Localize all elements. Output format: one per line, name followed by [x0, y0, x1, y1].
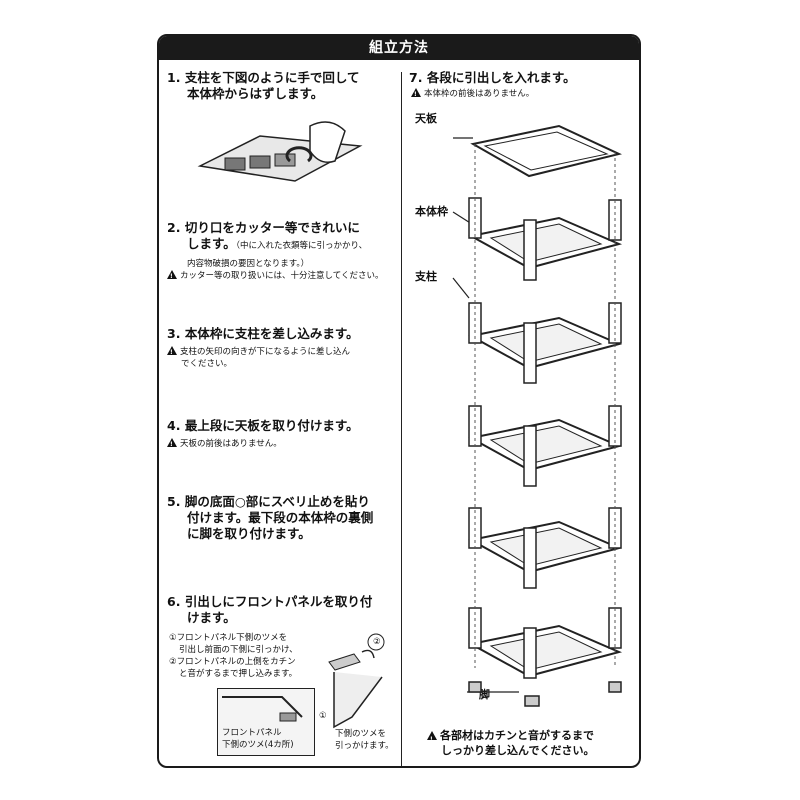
step-3-line1: 本体枠に支柱を差し込みます。	[184, 326, 359, 341]
step-5-number: 5.	[167, 494, 181, 509]
step-3-number: 3.	[167, 326, 181, 341]
step-7-bottom-warning: 各部材はカチンと音がするまで しっかり差し込んでください。	[427, 728, 594, 758]
circle-1-label: ①	[319, 711, 327, 721]
step-5-line3: に脚を取り付けます。	[187, 526, 311, 541]
step-4: 4. 最上段に天板を取り付けます。	[167, 418, 359, 434]
pillars	[468, 197, 622, 679]
step-5: 5. 脚の底面○部にスベリ止めを貼り 付けます。最下段の本体枠の裏側 に脚を取り…	[167, 494, 373, 542]
step-5-line2: 付けます。最下段の本体枠の裏側	[187, 510, 374, 525]
page-title: 組立方法	[159, 36, 639, 60]
step-7-number: 7.	[409, 70, 423, 85]
label-frame: 本体枠	[415, 205, 448, 218]
step-2-paren2: 内容物破損の要因となります。）	[187, 259, 310, 269]
inset-drawing	[222, 696, 303, 722]
column-divider	[401, 72, 402, 766]
step-2: 2. 切り口をカッター等できれいに します。（中に入れた衣類等に引っかかり、 内…	[167, 220, 367, 272]
step-3-warning: 支柱の矢印の向きが下になるように差し込ん でください。	[167, 346, 350, 370]
label-leg: 脚	[479, 688, 490, 701]
step-6-number: 6.	[167, 594, 181, 609]
step-6-panel-illustration	[328, 633, 385, 729]
warning-icon	[427, 731, 437, 747]
step-7-line1: 各段に引出しを入れます。	[426, 70, 576, 85]
step-6-line1: 引出しにフロントパネルを取り付	[184, 594, 373, 609]
step-2-paren1: （中に入れた衣類等に引っかかり、	[235, 241, 368, 251]
step-2-number: 2.	[167, 220, 181, 235]
step-1-number: 1.	[167, 70, 181, 85]
step-1: 1. 支柱を下図のように手で回して 本体枠からはずします。	[167, 70, 359, 102]
step-7: 7. 各段に引出しを入れます。	[409, 70, 576, 86]
step-4-line1: 最上段に天板を取り付けます。	[184, 418, 359, 433]
step-2-line1: 切り口をカッター等できれいに	[184, 220, 360, 235]
step-4-warning: 天板の前後はありません。	[167, 438, 282, 451]
top-board	[470, 124, 622, 178]
circle-2-label: ②	[373, 637, 381, 647]
step-7-warning: 本体枠の前後はありません。	[411, 88, 534, 101]
legs	[468, 681, 622, 707]
warning-icon	[167, 438, 177, 451]
label-pillar: 支柱	[415, 270, 437, 283]
instruction-sheet: 組立方法 1. 支柱を下図のように手で回して 本体枠からはずします。 2. 切り…	[157, 34, 641, 768]
step-1-line1: 支柱を下図のように手で回して	[184, 70, 360, 85]
step-1-line2: 本体枠からはずします。	[187, 86, 324, 101]
step-4-number: 4.	[167, 418, 181, 433]
shelf-exploded-view	[452, 124, 623, 707]
step-6-inset: フロントパネル 下側のツメ(4カ所)	[217, 688, 315, 756]
step-5-line1: 脚の底面○部にスベリ止めを貼り	[184, 494, 370, 509]
step-6: 6. 引出しにフロントパネルを取り付 けます。	[167, 594, 372, 626]
step-2-line2: します。	[187, 236, 236, 251]
step-6-arrow-caption: 下側のツメを 引っかけます。	[335, 729, 394, 751]
inset-caption: フロントパネル 下側のツメ(4カ所)	[222, 728, 294, 750]
warning-icon	[167, 346, 177, 359]
label-top-board: 天板	[415, 112, 437, 125]
step-3: 3. 本体枠に支柱を差し込みます。	[167, 326, 359, 342]
step-1-illustration	[197, 121, 363, 182]
warning-icon	[411, 88, 421, 101]
step-6-sub1: ①フロントパネル下側のツメを 引出し前面の下側に引っかけ、 ②フロントパネルの上…	[169, 633, 298, 679]
step-2-warning: カッター等の取り扱いには、十分注意してください。	[167, 270, 384, 283]
warning-icon	[167, 270, 177, 283]
step-6-line2: けます。	[187, 610, 236, 625]
